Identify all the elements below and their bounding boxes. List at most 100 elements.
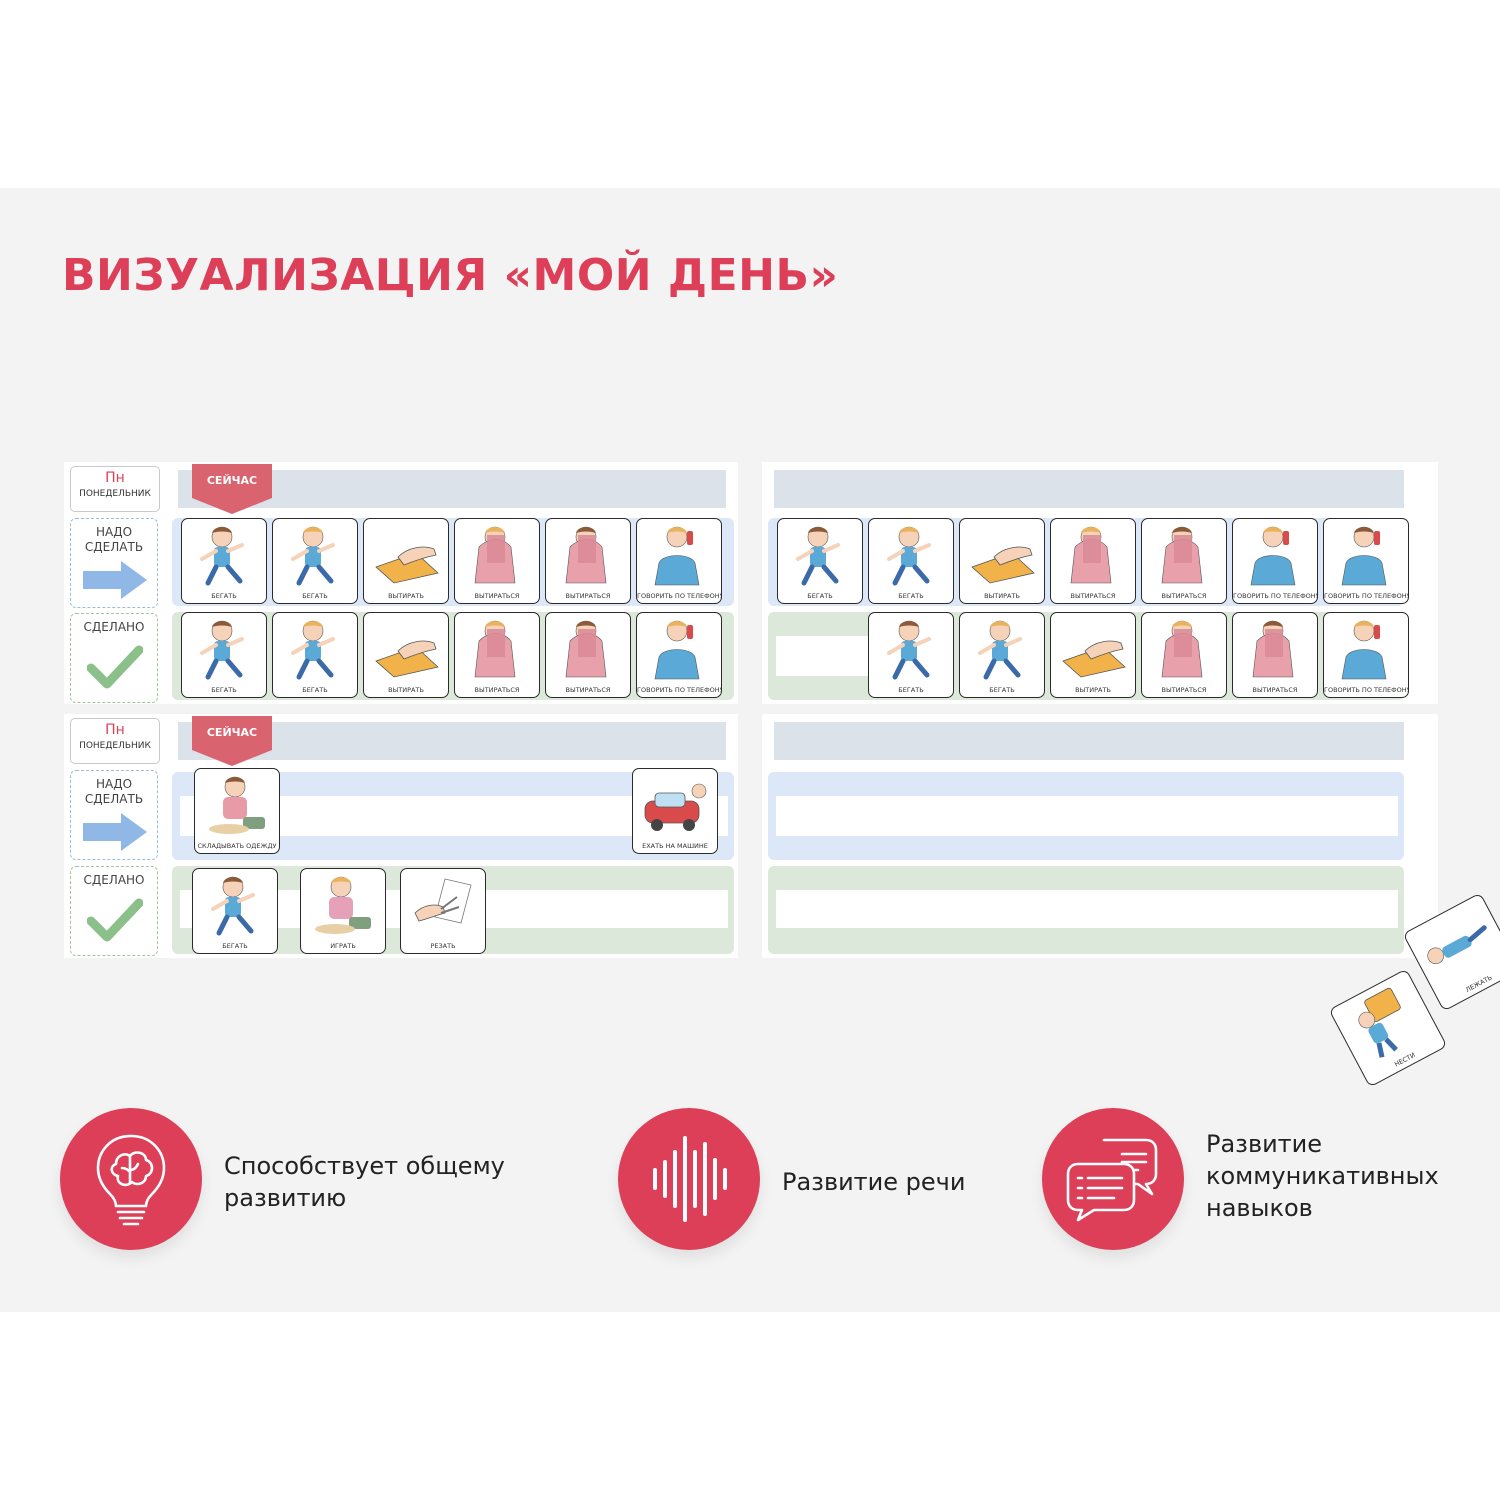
now-flag-shape: [192, 464, 272, 514]
feature-text-line: Развитие: [1206, 1130, 1323, 1158]
now-bar: [774, 722, 1404, 760]
done-empty-slot[interactable]: [776, 890, 1398, 928]
now-label: СЕЙЧАС: [206, 474, 258, 487]
feature-communication-skills: Развитие коммуникативных навыков: [1042, 1108, 1462, 1254]
activity-caption: ВЫТИРАТЬСЯ: [1161, 686, 1207, 694]
activity-card[interactable]: БЕГАТЬ: [777, 518, 863, 604]
done-empty-slot[interactable]: [776, 636, 876, 676]
activity-card[interactable]: ВЫТИРАТЬ: [363, 612, 449, 698]
feature-text-line: навыков: [1206, 1194, 1313, 1222]
now-bar: [774, 470, 1404, 508]
now-marker[interactable]: СЕЙЧАС: [190, 716, 274, 768]
activity-card[interactable]: БЕГАТЬ: [272, 612, 358, 698]
todo-label-box: НАДО СДЕЛАТЬ: [70, 770, 158, 860]
activity-card[interactable]: БЕГАТЬ: [868, 518, 954, 604]
activity-card[interactable]: БЕГАТЬ: [959, 612, 1045, 698]
activity-caption: ВЫТИРАТЬ: [388, 592, 424, 600]
now-marker[interactable]: СЕЙЧАС: [190, 464, 274, 516]
chat-bubbles-icon: [1066, 1138, 1158, 1222]
schedule-board-4: [762, 714, 1438, 958]
activity-caption: ГОВОРИТЬ ПО ТЕЛЕФОНУ: [637, 592, 722, 600]
activity-card[interactable]: ИГРАТЬ: [300, 868, 386, 954]
checkmark-icon: [87, 645, 143, 689]
day-abbr: Пн: [105, 470, 125, 486]
lightbulb-brain-icon: [96, 1134, 166, 1226]
activity-card[interactable]: ГОВОРИТЬ ПО ТЕЛЕФОНУ: [1323, 518, 1409, 604]
feature-text-line: Развитие речи: [782, 1168, 966, 1196]
activity-caption: ГОВОРИТЬ ПО ТЕЛЕФОНУ: [1324, 592, 1409, 600]
activity-caption: ВЫТИРАТЬСЯ: [474, 686, 520, 694]
page-title: ВИЗУАЛИЗАЦИЯ «МОЙ ДЕНЬ»: [62, 250, 839, 301]
feature-text-line: развитию: [224, 1184, 347, 1212]
activity-card[interactable]: БЕГАТЬ: [192, 868, 278, 954]
activity-card[interactable]: ВЫТИРАТЬСЯ: [1141, 518, 1227, 604]
day-abbr: Пн: [105, 722, 125, 738]
activity-caption: БЕГАТЬ: [898, 592, 924, 600]
activity-caption: ИГРАТЬ: [330, 942, 356, 950]
activity-card[interactable]: НЕСТИ: [1328, 968, 1448, 1088]
activity-caption: ВЫТИРАТЬСЯ: [474, 592, 520, 600]
activity-caption: ВЫТИРАТЬСЯ: [1070, 592, 1116, 600]
activity-caption: БЕГАТЬ: [898, 686, 924, 694]
activity-card[interactable]: БЕГАТЬ: [181, 518, 267, 604]
feature-text: Развитие речи: [782, 1166, 965, 1198]
activity-card[interactable]: ВЫТИРАТЬ: [1050, 612, 1136, 698]
activity-caption: БЕГАТЬ: [222, 942, 248, 950]
todo-label: НАДО СДЕЛАТЬ: [84, 777, 144, 806]
activity-caption: ВЫТИРАТЬ: [1075, 686, 1111, 694]
activity-card[interactable]: ВЫТИРАТЬСЯ: [1050, 518, 1136, 604]
activity-card[interactable]: БЕГАТЬ: [272, 518, 358, 604]
activity-caption: ЕХАТЬ НА МАШИНЕ: [642, 842, 708, 850]
activity-caption: ГОВОРИТЬ ПО ТЕЛЕФОНУ: [1324, 686, 1409, 694]
activity-caption: ВЫТИРАТЬСЯ: [565, 592, 611, 600]
todo-empty-slot[interactable]: [776, 796, 1398, 836]
activity-card[interactable]: БЕГАТЬ: [868, 612, 954, 698]
activity-card[interactable]: ВЫТИРАТЬСЯ: [545, 518, 631, 604]
activity-card[interactable]: ГОВОРИТЬ ПО ТЕЛЕФОНУ: [636, 518, 722, 604]
activity-card[interactable]: ГОВОРИТЬ ПО ТЕЛЕФОНУ: [636, 612, 722, 698]
sound-wave-icon: [653, 1136, 727, 1222]
activity-caption: БЕГАТЬ: [211, 686, 237, 694]
activity-caption: ВЫТИРАТЬСЯ: [565, 686, 611, 694]
activity-caption: БЕГАТЬ: [807, 592, 833, 600]
arrow-right-icon: [83, 561, 147, 599]
activity-caption: ВЫТИРАТЬСЯ: [1252, 686, 1298, 694]
todo-label: НАДО СДЕЛАТЬ: [84, 525, 144, 554]
activity-caption: СКЛАДЫВАТЬ ОДЕЖДУ: [197, 842, 277, 850]
activity-caption: ВЫТИРАТЬ: [388, 686, 424, 694]
activity-card[interactable]: ВЫТИРАТЬСЯ: [454, 518, 540, 604]
activity-caption: ВЫТИРАТЬСЯ: [1161, 592, 1207, 600]
activity-card[interactable]: ВЫТИРАТЬСЯ: [1141, 612, 1227, 698]
activity-caption: БЕГАТЬ: [211, 592, 237, 600]
day-indicator[interactable]: Пн ПОНЕДЕЛЬНИК: [70, 718, 160, 764]
activity-card[interactable]: РЕЗАТЬ: [400, 868, 486, 954]
activity-card[interactable]: СКЛАДЫВАТЬ ОДЕЖДУ: [194, 768, 280, 854]
activity-card[interactable]: ВЫТИРАТЬСЯ: [545, 612, 631, 698]
done-label-box: СДЕЛАНО: [70, 866, 158, 956]
activity-card[interactable]: ГОВОРИТЬ ПО ТЕЛЕФОНУ: [1323, 612, 1409, 698]
activity-caption: РЕЗАТЬ: [430, 942, 456, 950]
feature-text-line: Способствует общему: [224, 1152, 505, 1180]
activity-card[interactable]: ЕХАТЬ НА МАШИНЕ: [632, 768, 718, 854]
schedule-board-1: Пн ПОНЕДЕЛЬНИК СЕЙЧАС НАДО СДЕЛАТЬ СДЕЛА…: [64, 462, 738, 704]
activity-card[interactable]: ВЫТИРАТЬ: [959, 518, 1045, 604]
activity-card[interactable]: ВЫТИРАТЬСЯ: [454, 612, 540, 698]
activity-card[interactable]: ВЫТИРАТЬСЯ: [1232, 612, 1318, 698]
day-full: ПОНЕДЕЛЬНИК: [79, 489, 151, 499]
activity-card[interactable]: БЕГАТЬ: [181, 612, 267, 698]
feature-speech-development: Развитие речи: [618, 1108, 1018, 1254]
day-full: ПОНЕДЕЛЬНИК: [79, 741, 151, 751]
activity-card[interactable]: ЛЕЖАТЬ: [1402, 892, 1500, 1012]
activity-card[interactable]: ГОВОРИТЬ ПО ТЕЛЕФОНУ: [1232, 518, 1318, 604]
day-indicator[interactable]: Пн ПОНЕДЕЛЬНИК: [70, 466, 160, 512]
schedule-board-3: Пн ПОНЕДЕЛЬНИК СЕЙЧАС НАДО СДЕЛАТЬ СДЕЛА…: [64, 714, 738, 958]
activity-caption: ГОВОРИТЬ ПО ТЕЛЕФОНУ: [1233, 592, 1318, 600]
todo-label-box: НАДО СДЕЛАТЬ: [70, 518, 158, 608]
feature-text: Развитие коммуникативных навыков: [1206, 1128, 1439, 1224]
feature-text: Способствует общему развитию: [224, 1150, 505, 1214]
activity-caption: ГОВОРИТЬ ПО ТЕЛЕФОНУ: [637, 686, 722, 694]
arrow-right-icon: [83, 813, 147, 851]
activity-card[interactable]: ВЫТИРАТЬ: [363, 518, 449, 604]
activity-caption: БЕГАТЬ: [302, 686, 328, 694]
